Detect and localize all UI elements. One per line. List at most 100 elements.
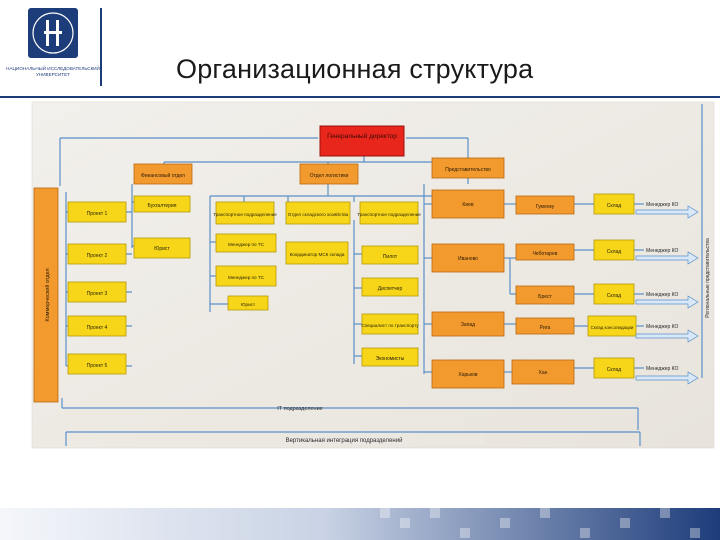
warehouse-dept-label: Отдел складского хозяйства	[288, 211, 349, 217]
manager-label: Менеджер КО	[646, 248, 679, 254]
ceo-label: Генеральный директор	[327, 132, 397, 140]
coordinator-msk-label: Координатор МСК склада	[290, 252, 345, 257]
warehouse-specialist-box	[361, 313, 419, 335]
arrow-right-icon	[635, 371, 699, 385]
dispatcher-label: Диспетчер	[378, 286, 403, 292]
finance-label: Финансовый отдел	[141, 172, 185, 179]
representative-label: Представительство	[445, 167, 491, 173]
warehouse-box	[593, 283, 635, 305]
region-box	[431, 189, 505, 219]
transport-dept-sub-label: Транспортное подразделение	[357, 212, 421, 217]
sub-region-label: Чеботарев	[533, 251, 558, 257]
transport-sub-label: Транспортное подразделение	[213, 212, 277, 217]
project-box	[67, 281, 127, 303]
project-box	[67, 201, 127, 223]
sub-region-box	[515, 195, 575, 215]
project-label: Проект 2	[87, 253, 108, 259]
page-title: Организационная структура	[176, 54, 534, 84]
warehouse-label: Склад	[607, 249, 622, 255]
project-box	[67, 315, 127, 337]
warehouse-box	[593, 193, 635, 215]
commercial-box	[33, 187, 59, 403]
transport-sub-box	[215, 201, 275, 225]
sub-region-box	[515, 243, 575, 261]
lawyer2-label: Юрист	[241, 302, 256, 307]
warehouse-box	[587, 315, 637, 337]
footer-bar	[0, 508, 720, 540]
ceo-box	[319, 125, 405, 157]
region-box	[431, 243, 505, 273]
warehouse-label: Склад	[607, 203, 622, 209]
pilot-label: Пилот	[383, 254, 398, 260]
university-logo: НАЦИОНАЛЬНЫЙ ИССЛЕДОВАТЕЛЬСКИЙ УНИВЕРСИТ…	[6, 8, 100, 77]
manager-label: Менеджер КО	[646, 366, 679, 372]
sales-manager-vs-label: Менеджер по ТС	[228, 242, 265, 247]
sub-region-label: Гуменку	[536, 204, 555, 210]
lawyer2-box	[227, 295, 269, 311]
slide-top-line	[0, 96, 720, 98]
org-chart: Генеральный директор Финансовый отдел От…	[31, 101, 715, 449]
region-label: Киев	[462, 202, 473, 208]
sub-region-box	[515, 317, 575, 335]
warehouse-dept-box	[285, 201, 351, 225]
sub-region-box	[515, 285, 575, 305]
bottom-label: Вертикальная интеграция подразделений	[286, 437, 403, 444]
coordinator-msk-box	[285, 241, 349, 265]
warehouse-specialist-label: Специалист по транспорту	[361, 323, 419, 328]
sub-region-box	[511, 359, 575, 385]
region-box	[431, 311, 505, 337]
it-label: IT подразделение	[277, 406, 322, 412]
accounting-label: Бухгалтерия	[148, 203, 177, 209]
logistics-label: Отдел логистики	[310, 173, 349, 179]
sales-manager-ts-label: Менеджер по ТС	[228, 275, 265, 280]
manager-label: Менеджер КО	[646, 202, 679, 208]
economist-box	[361, 347, 419, 367]
dispatcher-box	[361, 277, 419, 297]
sub-region-label: Брест	[538, 294, 552, 300]
region-label: Харьков	[458, 372, 478, 378]
economist-label: Экономисты	[376, 356, 405, 362]
project-list: Проект 1 Проект 2 Проект 3 Проект 4 Прое…	[67, 201, 127, 375]
logo-caption-line2: УНИВЕРСИТЕТ	[36, 72, 70, 77]
sales-manager-ts-box	[215, 265, 277, 287]
regional-vertical-label: Региональные представительства	[705, 238, 711, 318]
arrow-right-icon	[635, 329, 699, 343]
header-divider	[100, 8, 102, 86]
arrow-right-icon	[635, 251, 699, 265]
arrow-right-icon	[635, 295, 699, 309]
warehouse-list: Склад Склад Склад Склад консолидации Скл…	[587, 193, 637, 379]
sub-region-label: Рига	[540, 325, 551, 331]
sub-region-label: Хан	[539, 370, 548, 376]
sub-region-list: Гуменку Чеботарев Брест Рига Хан	[511, 195, 575, 385]
logistics-box	[299, 163, 359, 185]
project-label: Проект 3	[87, 291, 108, 297]
lawyer-box	[133, 237, 191, 259]
manager-list: Менеджер КО Менеджер КО Менеджер КО Мене…	[646, 202, 679, 372]
sales-manager-vs-box	[215, 233, 277, 253]
arrow-right-icon	[635, 205, 699, 219]
project-label: Проект 1	[87, 211, 108, 217]
chart-background	[31, 101, 715, 449]
bottom-label-bg	[204, 434, 484, 444]
manager-label: Менеджер КО	[646, 292, 679, 298]
transport-dept-sub-box	[359, 201, 419, 225]
project-box	[67, 243, 127, 265]
region-box	[431, 359, 505, 389]
warehouse-label: Склад	[607, 367, 622, 373]
region-label: Иваново	[458, 256, 478, 262]
warehouse-label: Склад консолидации	[591, 325, 634, 330]
warehouse-box	[593, 239, 635, 261]
region-label: Запад	[461, 322, 475, 328]
accounting-box	[133, 195, 191, 213]
warehouse-label: Склад	[607, 293, 622, 299]
project-label: Проект 5	[87, 363, 108, 369]
project-box	[67, 353, 127, 375]
pilot-box	[361, 245, 419, 265]
finance-box	[133, 163, 193, 185]
representative-box	[431, 157, 505, 179]
project-label: Проект 4	[87, 325, 108, 331]
flow-arrows	[635, 205, 699, 385]
commercial-label: Коммерческий отдел	[44, 268, 51, 321]
region-list: Киев Иваново Запад Харьков	[431, 189, 505, 389]
lawyer-label: Юрист	[154, 246, 170, 252]
